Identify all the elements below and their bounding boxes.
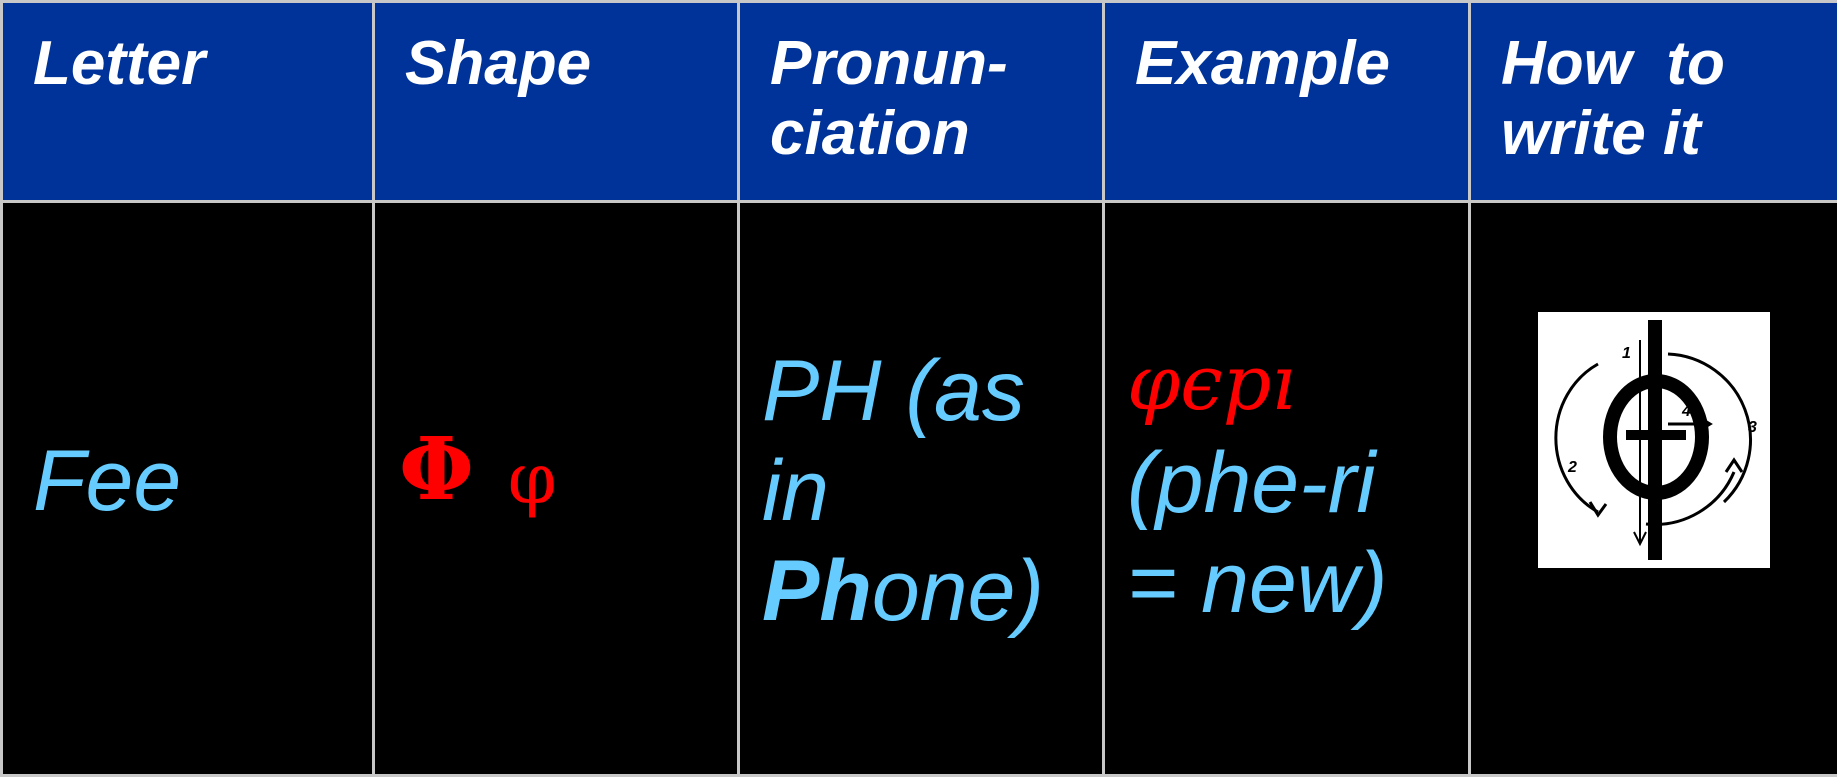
header-example: Example [1104, 2, 1470, 202]
stroke-number-1: 1 [1622, 345, 1631, 362]
header-row: Letter Shape Pronun- ciation Example How… [2, 2, 1837, 202]
header-how-to-write-line-2: write it [1501, 99, 1837, 169]
pronunciation-line-3: Phone) [762, 541, 1102, 641]
header-letter: Letter [2, 2, 374, 202]
header-example-text: Example [1135, 29, 1468, 99]
header-pronunciation-line-1: Pronun- [770, 29, 1102, 99]
letter-crossbar [1626, 430, 1686, 440]
header-pronunciation: Pronun- ciation [739, 2, 1104, 202]
example-line-2: (phe-ri [1127, 433, 1468, 533]
stroke-number-4: 4 [1681, 403, 1691, 420]
cell-shape: Φ φ [374, 202, 739, 776]
header-how-to-write: How to write it [1470, 2, 1837, 202]
stroke-order-svg: 1 2 3 4 [1538, 312, 1770, 568]
cell-letter: Fee [2, 202, 374, 776]
example-coptic-word: φєpı [1127, 333, 1468, 433]
stroke-2-arc [1556, 364, 1598, 512]
stroke-2-arrow [1590, 502, 1606, 515]
pronunciation-line-2: in [762, 441, 1102, 541]
cell-how-to-write: 1 2 3 4 [1470, 202, 1837, 776]
cell-pronunciation: PH (as in Phone) [739, 202, 1104, 776]
stroke-number-3: 3 [1748, 419, 1757, 436]
stroke-order-diagram: 1 2 3 4 [1538, 312, 1770, 568]
stroke-number-2: 2 [1567, 459, 1577, 476]
header-letter-text: Letter [33, 29, 372, 99]
stroke-3-arrow [1726, 460, 1742, 472]
header-pronunciation-line-2: ciation [770, 99, 1102, 169]
header-shape: Shape [374, 2, 739, 202]
letter-name: Fee [33, 431, 372, 531]
header-shape-text: Shape [405, 29, 737, 99]
header-how-to-write-line-1: How to [1501, 29, 1837, 99]
letter-row: Fee Φ φ PH (as in Phone) φєpı (phe-ri = … [2, 202, 1837, 776]
cell-example: φєpı (phe-ri = new) [1104, 202, 1470, 776]
example-line-3: = new) [1127, 533, 1468, 633]
shape-lowercase: φ [508, 429, 557, 529]
pronunciation-bold-ph: Ph [762, 543, 872, 639]
pronunciation-line-1: PH (as [762, 341, 1102, 441]
pronunciation-rest: one) [872, 543, 1044, 639]
shape-uppercase: Φ [399, 420, 474, 520]
